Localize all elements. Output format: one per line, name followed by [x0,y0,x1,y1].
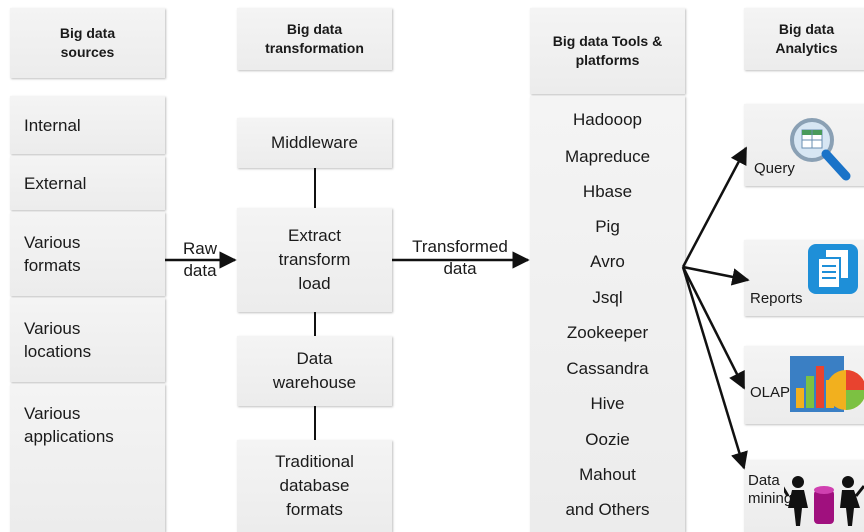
analytics-data-mining-label: Data mining [748,472,793,507]
source-internal: Internal [10,96,165,154]
header-transformation: Big data transformation [237,8,392,70]
tool-item: Zookeeper [566,323,649,342]
tools-panel [530,96,685,532]
data-mining-workers-icon [784,476,864,526]
source-label: Various formats [24,233,81,275]
source-various-formats: Various formats [10,212,165,296]
header-sources-label: Big data sources [59,25,116,60]
middleware-label: Middleware [271,133,358,152]
source-label: Various applications [24,404,114,446]
source-label: External [24,173,87,193]
header-sources: Big data sources [10,8,165,78]
header-analytics-label: Big data Analytics [775,21,838,56]
tool-item: Hbase [582,182,633,201]
tool-item: Mapreduce [564,147,651,166]
analytics-reports-label: Reports [750,290,803,307]
connector-line [314,406,316,440]
transformation-warehouse: Data warehouse [237,336,392,406]
header-analytics: Big data Analytics [744,8,864,70]
transformed-data-label: Transformed data [412,237,508,278]
tool-item: Mahout [579,465,636,484]
tool-item: Hive [590,394,625,413]
transformation-middleware: Middleware [237,118,392,168]
source-various-applications: Various applications [10,384,165,532]
tool-item: and Others [565,500,650,519]
transformation-etl: Extract transform load [237,208,392,312]
source-external: External [10,156,165,210]
raw-data-label: Raw data [182,239,217,280]
tool-item: Pig [595,217,620,236]
olap-arrow [681,266,746,390]
olap-chart-icon [790,356,864,412]
analytics-reports: Reports [744,240,864,316]
query-magnifier-icon [790,118,851,181]
tool-item: Jsql [592,288,623,307]
source-label: Internal [24,115,81,135]
traditional-label: Traditional database formats [275,452,354,519]
connector-line [314,312,316,336]
source-various-locations: Various locations [10,298,165,382]
tool-item: Avro [590,252,625,271]
tool-item: Hadooop [572,110,642,129]
etl-label: Extract transform load [278,226,351,293]
query-arrow [681,146,748,268]
header-transformation-label: Big data transformation [265,21,364,56]
analytics-olap-label: OLAP [750,384,791,401]
report-document-icon [808,244,858,294]
analytics-data-mining: Data mining [744,460,864,532]
tool-item: Cassandra [566,359,649,378]
analytics-query: Query [744,104,864,186]
reports-arrow [682,265,750,286]
data-mining-arrow [681,266,748,470]
header-tools: Big data Tools & platforms [530,8,685,94]
connector-line [314,168,316,208]
source-label: Various locations [24,319,92,361]
analytics-olap: OLAP [744,346,864,424]
header-tools-label: Big data Tools & platforms [552,33,663,68]
transformation-traditional: Traditional database formats [237,440,392,532]
tool-item: Oozie [585,430,630,449]
analytics-query-label: Query [754,160,795,177]
warehouse-label: Data warehouse [272,349,357,392]
